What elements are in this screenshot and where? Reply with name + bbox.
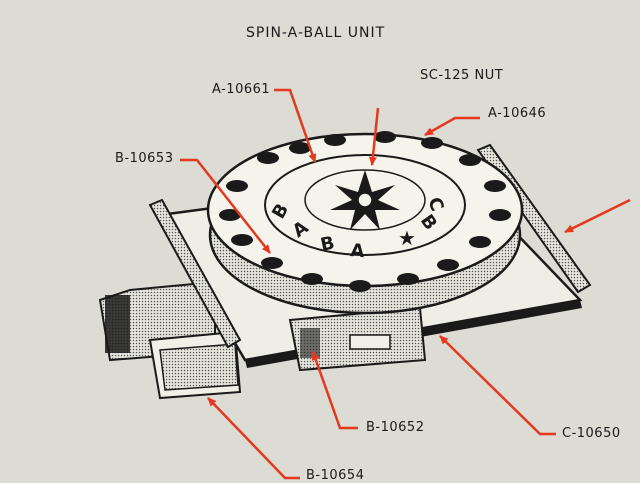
center-starburst [330, 170, 400, 230]
callout-b10653: B-10653 [115, 151, 174, 166]
callout-b10652: B-10652 [366, 420, 425, 435]
callout-a10646: A-10646 [488, 106, 547, 121]
callout-sc125-nut: SC-125 NUT [420, 68, 504, 83]
leader-lines [180, 88, 631, 480]
callout-a10661: A-10661 [212, 82, 271, 97]
spin-disc [206, 131, 524, 315]
leader-right [564, 198, 631, 234]
leader-sc125 [368, 107, 380, 166]
under-mechanism [288, 306, 427, 372]
motor-housing [98, 280, 242, 400]
leader-b10653 [180, 158, 271, 254]
callout-c10650: C-10650 [562, 426, 621, 441]
leader-b10652 [311, 351, 358, 430]
wheel-letter-3: B [319, 232, 337, 255]
leader-b10654 [207, 397, 300, 480]
leader-a10646 [424, 116, 480, 137]
leader-c10650 [439, 335, 556, 436]
wheel-letter-4: A [350, 240, 366, 262]
leader-a10661 [274, 88, 317, 163]
ball-pockets [219, 131, 511, 292]
wheel-star: ★ [398, 226, 416, 250]
callout-b10654: B-10654 [306, 468, 365, 483]
diagram-title: SPIN-A-BALL UNIT [246, 25, 386, 41]
